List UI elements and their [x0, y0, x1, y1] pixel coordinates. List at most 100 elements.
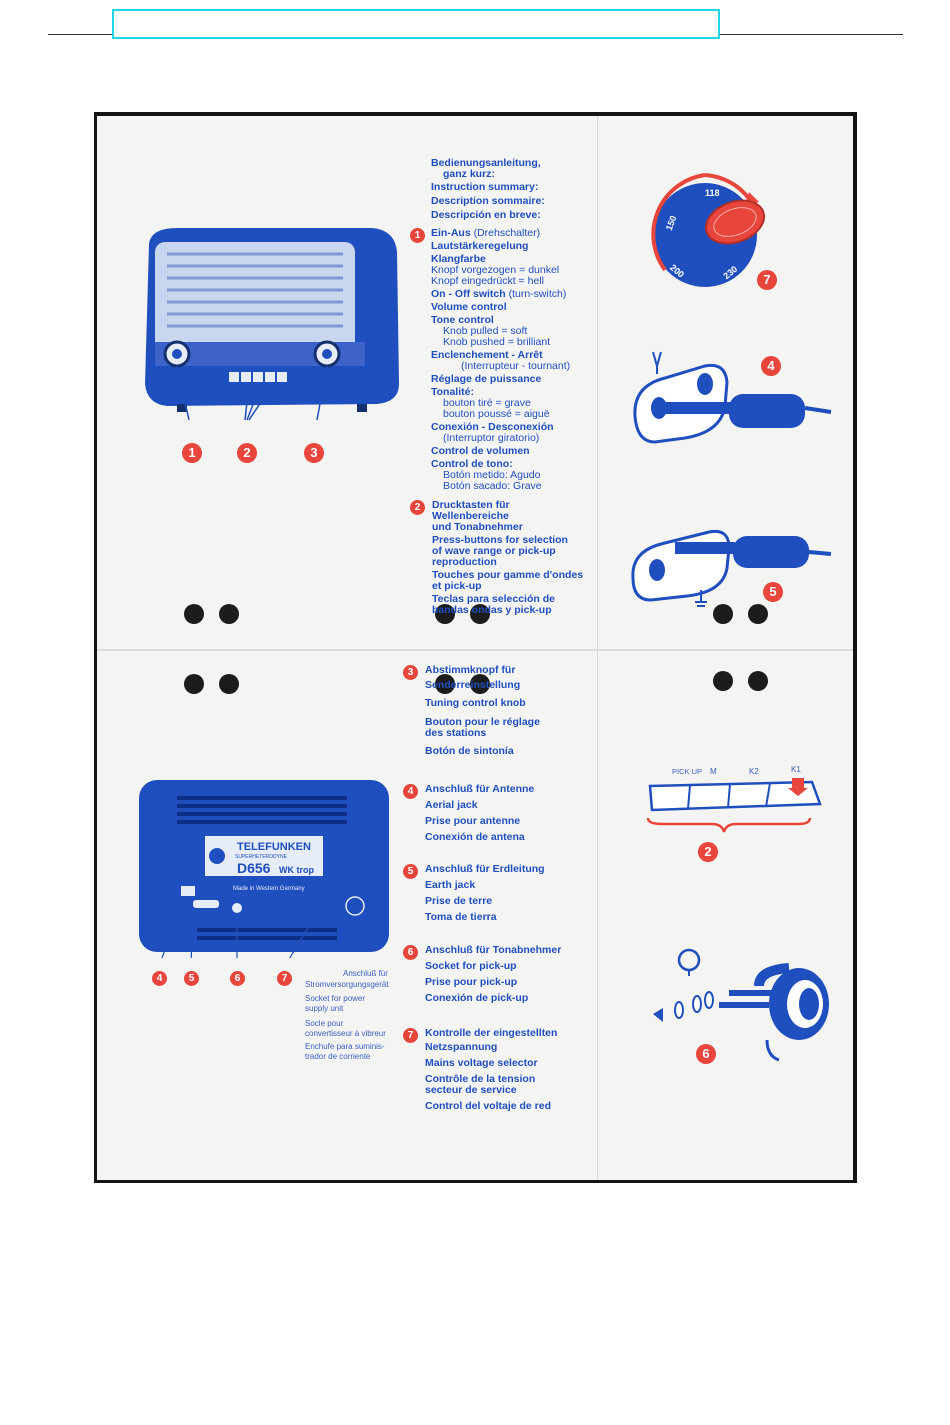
s1-line: Knopf eingedrückt = hell: [431, 275, 544, 287]
power-note-line: supply unit: [305, 1004, 344, 1013]
punch-hole: [748, 671, 768, 691]
power-note-line: convertisseur à vibreur: [305, 1029, 386, 1038]
punch-hole: [219, 674, 239, 694]
pickup-socket-illustration: [653, 948, 829, 1062]
aerial-jack-illustration: [633, 351, 832, 444]
s4-line: Conexión de antena: [425, 831, 525, 843]
s3-line: Tuning control knob: [425, 697, 526, 709]
s4-line: Aerial jack: [425, 799, 478, 811]
callout-badge-3: 3: [304, 443, 324, 463]
button-label-pickup: PICK UP: [672, 767, 703, 776]
button-label-k2: K2: [749, 767, 759, 776]
aerial-badge-4: 4: [761, 356, 781, 376]
power-note-line: Enchufe para suminis-: [305, 1042, 385, 1051]
s3-line: des stations: [425, 727, 487, 739]
s1-line: Control de tono:: [431, 458, 513, 470]
s1-line: bouton poussé = aiguë: [443, 408, 550, 420]
s4-line: Prise pour antenne: [425, 815, 521, 827]
s1-line: bouton tiré = grave: [443, 397, 531, 409]
callout-badge-4: 4: [152, 971, 167, 986]
buttons-badge-2: 2: [698, 842, 718, 862]
back-brand: TELEFUNKEN: [237, 841, 311, 853]
s3-line: Senderreinstellung: [425, 679, 521, 691]
fold-line-horizontal: [97, 649, 853, 651]
header-highlight-box: [112, 9, 720, 39]
button-label-k1: K1: [791, 765, 801, 774]
s1-line: On - Off switch (turn-switch): [431, 288, 567, 300]
s1-line: Botón metido: Agudo: [443, 469, 541, 481]
earth-badge-5: 5: [763, 582, 783, 602]
s2-line: Press-buttons for selection: [432, 534, 568, 546]
s1-line: (Interruptor giratorio): [443, 432, 540, 444]
button-label-m: M: [710, 767, 717, 776]
s1-line: Knob pushed = brilliant: [443, 336, 551, 348]
section-1-badge: 1: [410, 228, 425, 243]
s1-line: Conexión - Desconexión: [431, 421, 554, 433]
back-model2: WK trop: [279, 865, 314, 875]
s6-line: Socket for pick-up: [425, 960, 517, 972]
intro-line: Instruction summary:: [431, 181, 539, 193]
s2-line: of wave range or pick-up: [432, 545, 556, 557]
s1-line: (Interrupteur - tournant): [461, 360, 571, 372]
section-2-badge: 2: [410, 500, 425, 515]
power-note-line: trador de corriente: [305, 1052, 371, 1061]
section-6-badge: 6: [403, 945, 418, 960]
s2-line: und Tonabnehmer: [432, 521, 523, 533]
punch-hole: [435, 674, 455, 694]
intro-line: Bedienungsanleitung,: [431, 157, 541, 169]
punch-hole: [748, 604, 768, 624]
s1-line: Enclenchement - Arrêt: [431, 349, 543, 361]
power-note-line: Stromversorgungsgerät: [305, 980, 389, 989]
s1-line: Tonalité:: [431, 386, 474, 398]
voltage-118: 118: [705, 188, 720, 198]
section-7-badge: 7: [403, 1028, 418, 1043]
s3-line: Abstimmknopf für: [425, 664, 516, 676]
s1-line: Tone control: [431, 314, 494, 326]
s7-line: Kontrolle der eingestellten: [425, 1027, 558, 1039]
s1-line: Ein-Aus (Drehschalter): [431, 227, 541, 239]
s7-line: Mains voltage selector: [425, 1057, 538, 1069]
s2-line: Drucktasten für: [432, 499, 510, 511]
punch-hole: [435, 604, 455, 624]
pickup-badge-6: 6: [696, 1044, 716, 1064]
earth-jack-illustration: [631, 529, 832, 607]
s3-line: Botón de sintonía: [425, 745, 514, 757]
s5-line: Earth jack: [425, 879, 476, 891]
callout-badge-7: 7: [277, 971, 292, 986]
section-3-badge: 3: [403, 665, 418, 680]
fold-line-vertical: [597, 116, 598, 1180]
s1-line: Knob pulled = soft: [443, 325, 528, 337]
callout-badge-5: 5: [184, 971, 199, 986]
s7-line: Control del voltaje de red: [425, 1100, 552, 1112]
s2-line: Wellenbereiche: [432, 510, 509, 522]
s4-line: Anschluß für Antenne: [425, 783, 535, 795]
s5-line: Anschluß für Erdleitung: [425, 863, 545, 875]
back-model: D656: [237, 860, 271, 876]
s2-line: Teclas para selección de: [432, 593, 555, 605]
punch-hole: [184, 674, 204, 694]
callout-badge-2: 2: [237, 443, 257, 463]
s3-line: Bouton pour le réglage: [425, 716, 540, 728]
s7-line: Netzspannung: [425, 1041, 498, 1053]
s2-line: reproduction: [432, 556, 497, 568]
punch-hole: [713, 671, 733, 691]
section-4-badge: 4: [403, 784, 418, 799]
section-5-badge: 5: [403, 864, 418, 879]
s7-line: secteur de service: [425, 1084, 517, 1096]
punch-hole: [470, 604, 490, 624]
punch-hole: [470, 674, 490, 694]
s1-line: Knopf vorgezogen = dunkel: [431, 264, 560, 276]
punch-hole: [713, 604, 733, 624]
s7-line: Contrôle de la tension: [425, 1073, 536, 1085]
voltage-badge-7: 7: [757, 270, 777, 290]
s2-line: bandas ondas y pick-up: [432, 604, 552, 616]
power-note-line: Anschluß für: [343, 969, 388, 978]
s1-line: Réglage de puissance: [431, 373, 542, 385]
s1-line: Volume control: [431, 301, 507, 313]
radio-back-illustration: TELEFUNKEN SUPERHETERODYNE D656 WK trop …: [139, 780, 389, 958]
punch-hole: [219, 604, 239, 624]
s1-line: Control de volumen: [431, 445, 530, 457]
intro-line: Descripción en breve:: [431, 209, 541, 221]
radio-front-illustration: [145, 228, 399, 421]
s6-line: Conexión de pick-up: [425, 992, 529, 1004]
